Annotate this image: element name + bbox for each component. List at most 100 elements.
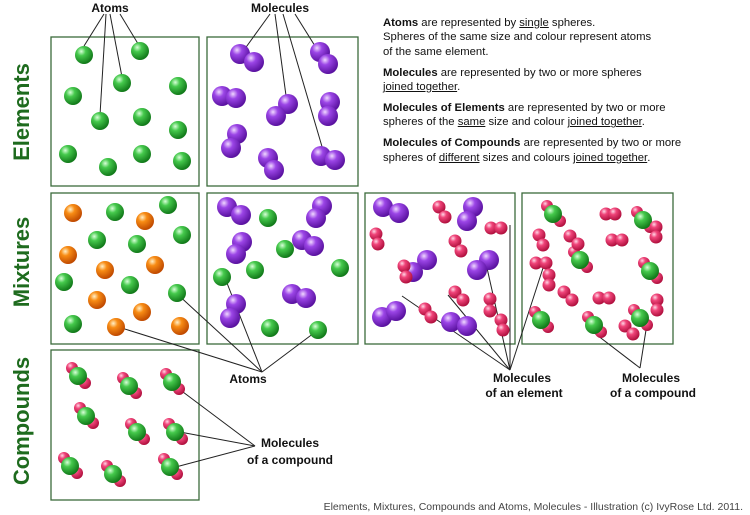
sphere-green [64,87,82,105]
label-atoms-mid: Atoms [229,372,267,386]
sphere-pink [626,327,640,341]
sphere-purple [417,250,437,270]
sphere-green [99,158,117,176]
sphere-pink [448,234,462,248]
sphere-pink [605,233,619,247]
sphere-purple [441,312,461,332]
sphere-green [169,77,187,95]
sphere-green [55,273,73,291]
sphere-layer [55,42,664,487]
sphere-green [631,309,649,327]
row-label-elements: Elements [9,63,34,161]
sphere-orange [64,204,82,222]
sphere-green [163,373,181,391]
sphere-orange [107,318,125,336]
sphere-green [61,457,79,475]
sphere-purple [231,205,251,225]
sphere-green [276,240,294,258]
sphere-green [69,367,87,385]
sphere-orange [59,246,77,264]
sphere-green [104,465,122,483]
sphere-purple [373,197,393,217]
sphere-purple [226,88,246,108]
sphere-pink [608,207,622,221]
sphere-green [64,315,82,333]
label-molecules-element-1: Molecules [493,371,551,385]
sphere-green [133,108,151,126]
label-atoms-top: Atoms [91,1,129,15]
sphere-pink [399,270,413,284]
info-atoms: Atoms are represented by single spheres.… [383,17,652,58]
label-molecules-element-2: of an element [485,386,562,400]
sphere-pink [456,293,470,307]
sphere-green [75,46,93,64]
sphere-green [91,112,109,130]
sphere-pink [494,313,508,327]
sphere-green [331,259,349,277]
sphere-green [634,211,652,229]
sphere-pink [563,229,577,243]
sphere-green [133,145,151,163]
info-molecules: Molecules are represented by two or more… [383,66,642,94]
sphere-green [106,203,124,221]
sphere-purple [244,52,264,72]
sphere-pink [565,293,579,307]
sphere-purple [306,208,326,228]
sphere-green [213,268,231,286]
sphere-green [585,316,603,334]
sphere-pink [454,244,468,258]
sphere-orange [171,317,189,335]
sphere-green [173,226,191,244]
sphere-green [246,261,264,279]
sphere-purple [226,244,246,264]
sphere-pink [424,310,438,324]
label-compound-box-2: of a compound [247,453,333,467]
sphere-purple [457,211,477,231]
row-label-compounds: Compounds [9,357,34,485]
sphere-pink [602,291,616,305]
sphere-purple [386,301,406,321]
sphere-green [641,262,659,280]
sphere-purple [296,288,316,308]
info-panel: Atoms are represented by single spheres.… [383,16,748,172]
sphere-pink [539,256,553,270]
sphere-orange [136,212,154,230]
sphere-purple [457,316,477,336]
sphere-purple [264,160,284,180]
sphere-pink [432,200,446,214]
sphere-purple [318,54,338,74]
sphere-pink [557,285,571,299]
sphere-pink [650,303,664,317]
sphere-green [88,231,106,249]
sphere-green [169,121,187,139]
sphere-purple [467,260,487,280]
label-molecules-top: Molecules [251,1,309,15]
sphere-green [131,42,149,60]
sphere-green [59,145,77,163]
sphere-purple [325,150,345,170]
sphere-green [532,311,550,329]
sphere-purple [318,106,338,126]
sphere-green [259,209,277,227]
sphere-green [261,319,279,337]
sphere-purple [304,236,324,256]
sphere-pink [397,259,411,273]
sphere-pink [542,268,556,282]
sphere-orange [133,303,151,321]
sphere-pink [483,292,497,306]
sphere-pink [542,278,556,292]
sphere-pink [592,291,606,305]
sphere-green [571,251,589,269]
sphere-purple [221,138,241,158]
sphere-pink [599,207,613,221]
sphere-green [309,321,327,339]
sphere-green [128,423,146,441]
sphere-pink [536,238,550,252]
sphere-pink [371,237,385,251]
sphere-pink [529,256,543,270]
credit-line: Elements, Mixtures, Compounds and Atoms,… [324,501,743,513]
label-compound-box-1: Molecules [261,436,319,450]
sphere-pink [649,220,663,234]
sphere-pink [438,210,452,224]
label-molecules-compound-2: of a compound [610,386,696,400]
